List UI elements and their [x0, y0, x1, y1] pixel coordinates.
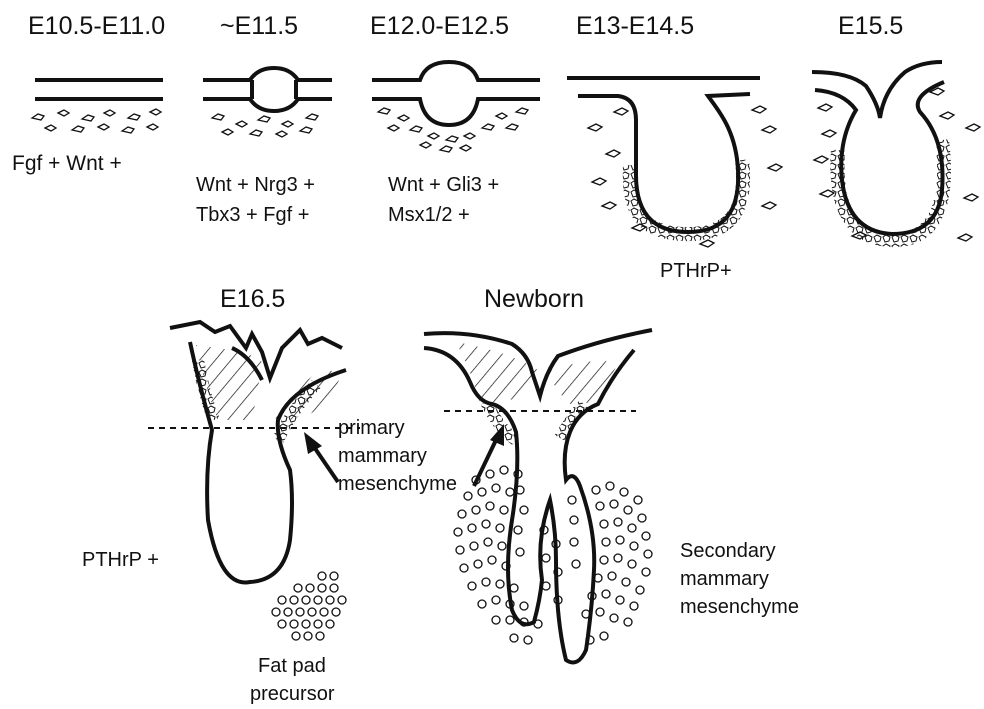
stage-label-e13: E13-E14.5	[576, 12, 694, 41]
stage2-drawing	[203, 68, 332, 137]
annotation-primary-line2: mammary	[338, 445, 427, 468]
annotation-secondary-line3: mesenchyme	[680, 596, 799, 619]
stage-label-e12: E12.0-E12.5	[370, 12, 509, 41]
marker-label-e11-5-line1: Wnt + Nrg3 +	[196, 174, 315, 197]
stage4-drawing	[567, 78, 782, 247]
annotation-secondary-line1: Secondary	[680, 540, 776, 563]
arrow-to-primary-mesenchyme-right	[474, 424, 504, 486]
annotation-secondary-line2: mammary	[680, 568, 769, 591]
mesenchyme-cells	[378, 108, 528, 152]
marker-label-e12-line2: Msx1/2 +	[388, 204, 470, 227]
mesenchyme-cells	[212, 114, 318, 137]
stage5-drawing	[812, 62, 980, 241]
marker-label-e11-5-line2: Tbx3 + Fgf +	[196, 204, 309, 227]
fat-pad-cluster	[272, 572, 346, 640]
stage1-drawing	[32, 80, 163, 133]
annotation-fatpad-line2: precursor	[250, 683, 334, 706]
marker-label-e10-5: Fgf + Wnt +	[12, 152, 122, 176]
stage3-drawing	[372, 62, 540, 152]
stage-label-newborn: Newborn	[484, 285, 584, 314]
marker-label-e12-line1: Wnt + Gli3 +	[388, 174, 499, 197]
annotation-primary-line1: primary	[338, 417, 405, 440]
mesenchyme-cells	[588, 106, 782, 247]
mesenchyme-cells	[32, 109, 161, 133]
annotation-fatpad-line1: Fat pad	[258, 655, 326, 678]
stage-label-e11-5: ~E11.5	[220, 12, 298, 41]
stage-label-e16-5: E16.5	[220, 285, 285, 314]
stage7-drawing	[424, 330, 652, 662]
arrow-to-primary-mesenchyme-left	[304, 432, 338, 482]
marker-label-e13-pthrp: PTHrP+	[660, 260, 732, 283]
marker-label-e16-5-pthrp: PTHrP +	[82, 549, 159, 572]
annotation-primary-line3: mesenchyme	[338, 473, 457, 496]
stage-label-e15-5: E15.5	[838, 12, 903, 41]
fat-cell-cluster	[454, 466, 652, 644]
stage-label-e10-5: E10.5-E11.0	[28, 12, 165, 41]
